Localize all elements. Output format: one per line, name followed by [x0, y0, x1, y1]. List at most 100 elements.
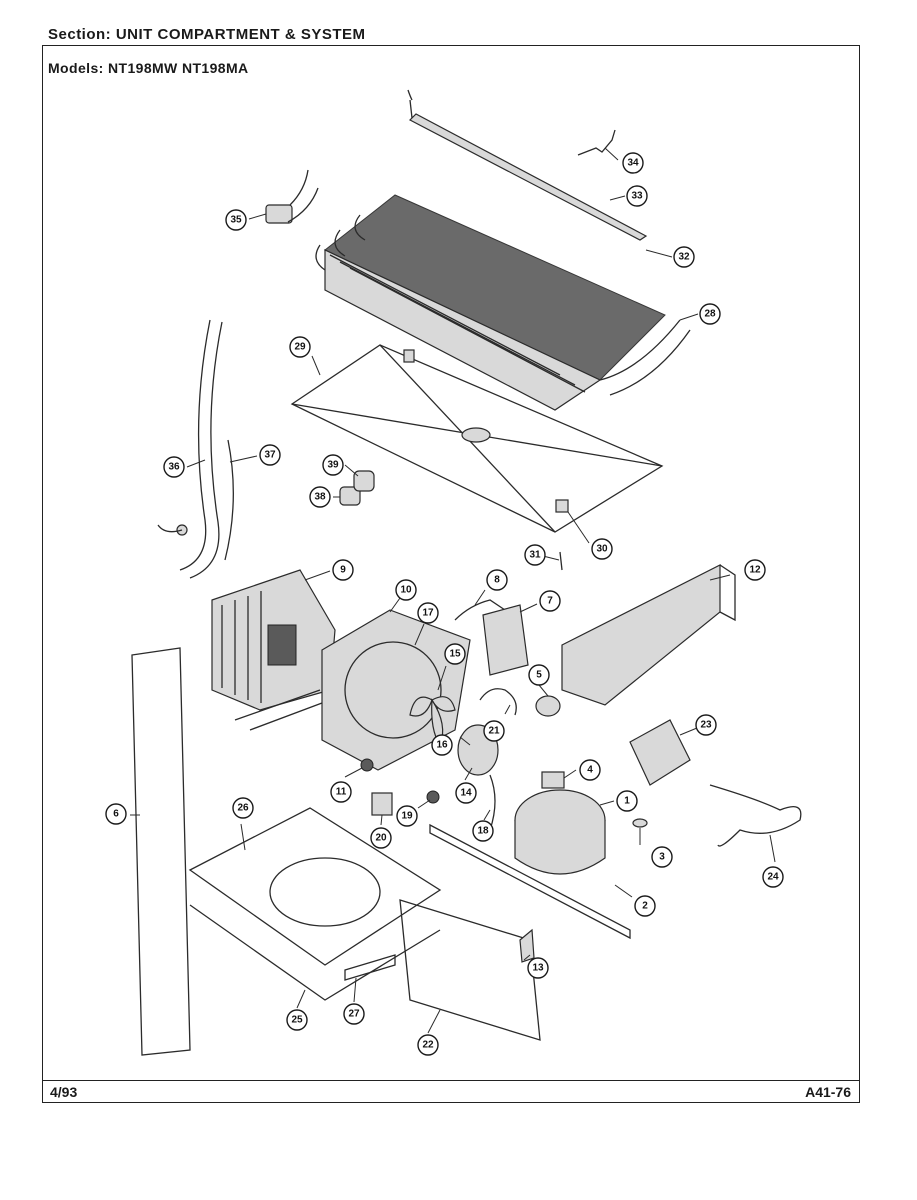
callout-label: 26 [237, 803, 249, 814]
part-11 [360, 758, 374, 772]
callout-group: 3433353228293637393830319108717151252116… [105, 152, 784, 1056]
models-title: Models: NT198MW NT198MA [48, 60, 249, 76]
callout-9: 9 [332, 559, 354, 581]
callout-label: 11 [336, 787, 347, 798]
part-shroud-9 [211, 569, 336, 731]
part-screw-31 [559, 551, 563, 571]
callout-12: 12 [744, 559, 766, 581]
callout-label: 10 [400, 585, 412, 596]
callout-label: 27 [348, 1009, 360, 1020]
callout-label: 23 [700, 720, 712, 731]
callout-label: 7 [547, 596, 553, 607]
callout-label: 21 [488, 726, 500, 737]
callout-label: 22 [422, 1040, 434, 1051]
callout-label: 24 [767, 872, 779, 883]
callout-32: 32 [673, 246, 695, 268]
callout-28: 28 [699, 303, 721, 325]
footer-date: 4/93 [50, 1084, 78, 1100]
callout-8: 8 [486, 569, 508, 591]
callout-label: 28 [704, 309, 716, 320]
callout-16: 16 [431, 734, 453, 756]
callout-label: 3 [659, 852, 665, 863]
callout-label: 19 [401, 811, 413, 822]
callout-label: 32 [678, 252, 690, 263]
callout-label: 1 [624, 796, 630, 807]
callout-25: 25 [286, 1009, 308, 1031]
part-wire-8 [454, 599, 506, 621]
callout-38: 38 [309, 486, 331, 508]
part-tube-18 [489, 774, 496, 831]
part-wire-21 [479, 688, 517, 716]
callout-label: 35 [230, 215, 242, 226]
callout-label: 13 [532, 963, 544, 974]
callout-13: 13 [527, 957, 549, 979]
callout-29: 29 [289, 336, 311, 358]
diagram-frame [42, 45, 860, 1103]
part-bar-33 [407, 89, 648, 241]
footer-divider [42, 1080, 860, 1081]
callout-30: 30 [591, 538, 613, 560]
callout-3: 3 [651, 846, 673, 868]
callout-4: 4 [579, 759, 601, 781]
callout-18: 18 [472, 820, 494, 842]
callout-33: 33 [626, 185, 648, 207]
callout-label: 33 [631, 191, 643, 202]
callout-19: 19 [396, 805, 418, 827]
part-3 [632, 818, 648, 828]
part-cap-5 [535, 695, 561, 717]
callout-21: 21 [483, 720, 505, 742]
callout-7: 7 [539, 590, 561, 612]
callout-15: 15 [444, 643, 466, 665]
part-grommet-39 [353, 470, 375, 492]
part-relay-4 [541, 771, 565, 789]
part-relay-7 [482, 604, 529, 676]
part-base-26 [188, 807, 442, 1001]
callout-24: 24 [762, 866, 784, 888]
callout-label: 6 [113, 809, 119, 820]
callout-label: 12 [749, 565, 761, 576]
callout-label: 31 [529, 550, 541, 561]
part-panel-12 [561, 564, 736, 706]
callout-label: 2 [642, 901, 648, 912]
callout-1: 1 [616, 790, 638, 812]
part-pan-29 [290, 344, 664, 533]
callout-10: 10 [395, 579, 417, 601]
callout-label: 18 [477, 826, 489, 837]
callout-label: 39 [327, 460, 339, 471]
part-wire-34 [577, 129, 616, 156]
part-bracket-30 [555, 499, 569, 513]
part-bracket-10 [321, 609, 471, 771]
callout-31: 31 [524, 544, 546, 566]
callout-label: 37 [264, 450, 276, 461]
part-access-panel-22 [399, 899, 541, 1041]
callout-label: 5 [536, 670, 542, 681]
callout-39: 39 [322, 454, 344, 476]
part-compressor-1 [514, 789, 606, 875]
callout-label: 17 [422, 608, 434, 619]
callout-label: 9 [340, 565, 346, 576]
part-grommet-38 [339, 486, 361, 506]
callout-20: 20 [370, 827, 392, 849]
callout-label: 36 [168, 462, 180, 473]
footer-code: A41-76 [805, 1084, 851, 1100]
leader-lines [130, 147, 776, 1034]
callout-6: 6 [105, 803, 127, 825]
part-box-23 [629, 719, 691, 786]
callout-label: 4 [587, 765, 593, 776]
part-20 [371, 792, 393, 816]
callout-17: 17 [417, 602, 439, 624]
callout-label: 20 [375, 833, 387, 844]
callout-14: 14 [455, 782, 477, 804]
part-13 [519, 928, 535, 963]
callout-11: 11 [330, 781, 352, 803]
callout-22: 22 [417, 1034, 439, 1056]
callout-2: 2 [634, 895, 656, 917]
callout-27: 27 [343, 1003, 365, 1025]
callout-label: 25 [291, 1015, 303, 1026]
callout-label: 38 [314, 492, 326, 503]
callout-label: 34 [627, 158, 639, 169]
part-fan-15 [409, 696, 456, 747]
callout-label: 15 [449, 649, 461, 660]
part-tubes-36-37 [157, 319, 234, 579]
